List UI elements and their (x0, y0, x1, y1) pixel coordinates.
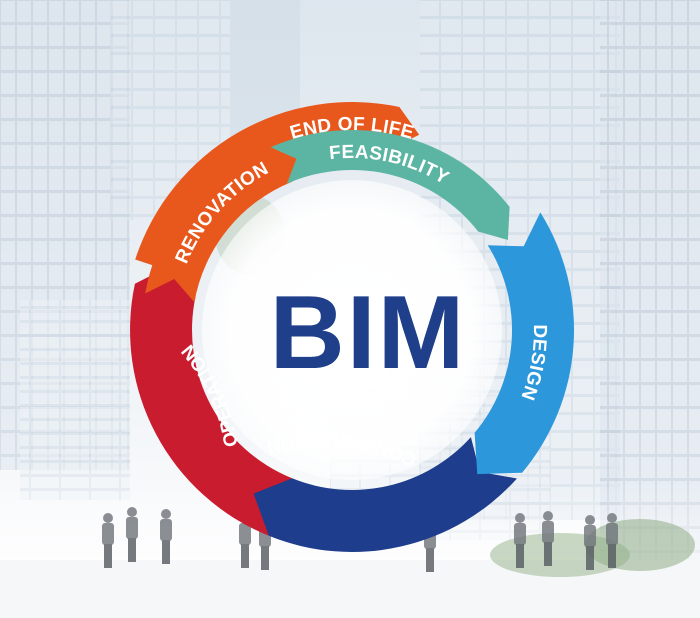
center-label: BIM (270, 275, 467, 391)
pedestrian (606, 513, 618, 568)
pedestrian (102, 513, 114, 568)
pedestrian (542, 511, 554, 566)
pedestrian (514, 513, 526, 568)
segment-operation (130, 264, 293, 536)
pedestrian (126, 507, 138, 562)
center-disc (202, 180, 502, 480)
pedestrian (584, 515, 596, 570)
pedestrian (160, 509, 172, 564)
segment-feasibility (270, 130, 510, 240)
lifecycle-ring (130, 102, 575, 552)
segment-construction (253, 437, 517, 552)
segment-design (474, 212, 575, 475)
segment-renovation (145, 135, 311, 303)
